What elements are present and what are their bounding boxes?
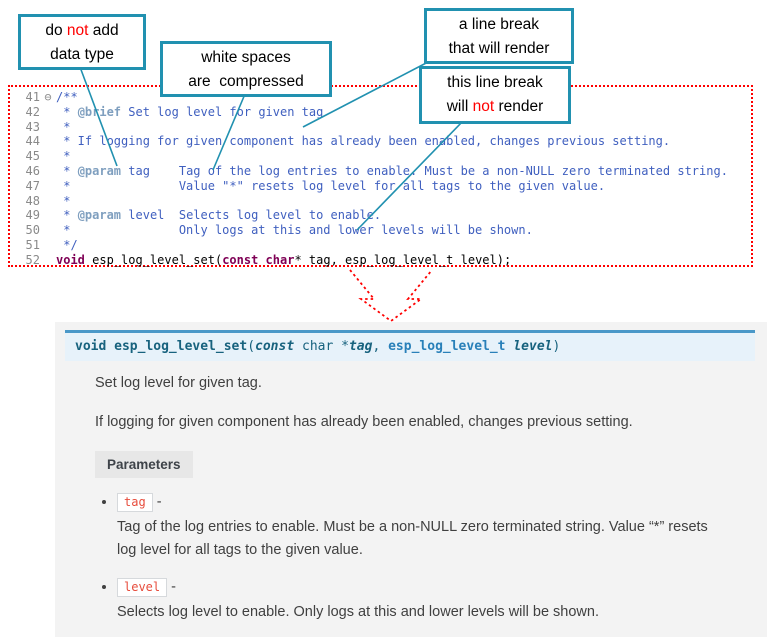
line-number: 51 [25,237,40,252]
code-line: 48 * [14,194,728,209]
code-text: * [56,193,71,208]
callout-text-line: will not render [446,98,544,115]
code-text: * @brief Set log level for given tag [56,104,324,119]
param-head: tag - [117,493,755,513]
fold-marker-icon: ⊖ [44,90,52,104]
line-number: 44 [25,134,40,149]
callout-text-line: a line break [458,16,540,33]
code-line: 43 * [14,120,728,135]
line-number: 48 [25,193,40,208]
parameters-label: Parameters [95,451,193,479]
line-number: 43 [25,119,40,134]
code-text: * [56,119,71,134]
callout-text-line: that will render [448,40,550,57]
line-number: 45 [25,149,40,164]
line-number: 52 [25,252,40,267]
callout-line-break-not-render: this line break will not render [419,66,571,124]
line-number: 49 [25,208,40,223]
code-line: 51 */ [14,238,728,253]
code-line: 46 * @param tag Tag of the log entries t… [14,164,728,179]
line-number: 47 [25,178,40,193]
callout-text-line: white spaces [201,49,291,66]
callout-text-line: are compressed [188,73,304,90]
code-text: * If logging for given component has alr… [56,134,671,149]
callout-text-line: data type [50,46,114,63]
code-text: /** [56,90,78,104]
callout-line-break-renders: a line break that will render [424,8,574,64]
code-line: 44 * If logging for given component has … [14,134,728,149]
code-text: * Value "*" resets log level for all tag… [56,178,606,193]
param-separator: - [167,578,176,595]
param-description: Selects log level to enable. Only logs a… [117,603,599,620]
line-number: 41 [25,90,40,104]
line-number: 42 [25,104,40,119]
param-name-literal: tag [117,493,153,513]
code-line: 42 * @brief Set log level for given tag [14,105,728,120]
callout-do-not-add-data-type: do not add data type [18,14,146,70]
code-text: */ [56,237,78,252]
code-text: * @param level Selects log level to enab… [56,208,382,223]
render-arrow [349,269,433,323]
callout-text-line: this line break [447,74,543,91]
code-text: * Only logs at this and lower levels wil… [56,223,533,238]
code-line: 45 * [14,149,728,164]
code-text: * [56,149,71,164]
function-signature: void esp_log_level_set(const char *tag, … [65,330,755,361]
doc-brief: Set log level for given tag. [95,375,262,391]
code-line: 50 * Only logs at this and lower levels … [14,223,728,238]
param-head: level - [117,577,755,597]
code-text: * @param tag Tag of the log entries to e… [56,163,728,178]
code-line: 49 * @param level Selects log level to e… [14,208,728,223]
code-line: 52 void esp_log_level_set(const char* tag… [14,253,728,268]
callout-text-line: do not add [45,22,119,39]
param-description: Tag of the log entries to enable. Must b… [117,519,708,558]
rendered-doc-panel: void esp_log_level_set(const char *tag, … [55,322,767,637]
param-list: tag - Tag of the log entries to enable. M… [95,493,755,623]
code-editor: 41⊖/**42 * @brief Set log level for give… [14,90,728,268]
callout-white-spaces-compressed: white spaces are compressed [160,41,332,97]
code-line: 47 * Value "*" resets log level for all … [14,179,728,194]
doc-body: Set log level for given tag. If logging … [95,373,755,623]
line-number: 50 [25,223,40,238]
doc-description: If logging for given component has alrea… [95,414,633,431]
code-line: 41 ⊖ /** [14,90,728,105]
param-separator: - [152,494,162,511]
line-number: 46 [25,163,40,178]
param-item: level - Selects log level to enable. Only… [117,577,755,623]
param-item: tag - Tag of the log entries to enable. M… [117,493,755,561]
code-text: void esp_log_level_set(const char* tag, … [56,252,512,267]
param-name-literal: level [117,577,168,597]
